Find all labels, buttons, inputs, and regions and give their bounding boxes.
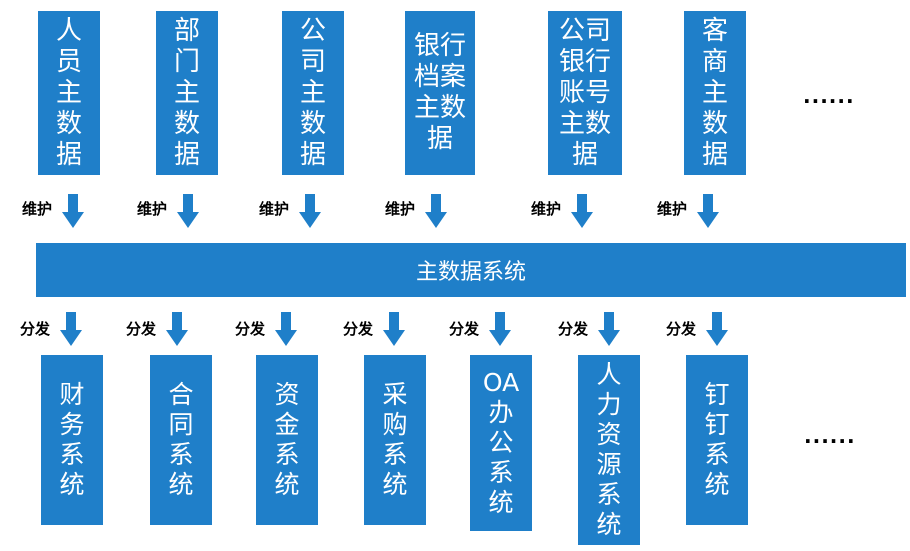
maintain-label: 维护 (259, 200, 290, 218)
maintain-label: 维护 (531, 200, 562, 218)
down-arrow-icon (177, 194, 199, 228)
distribute-label: 分发 (666, 320, 697, 338)
master-data-box-bank-archive: 银行档案主数据 (405, 11, 475, 175)
distribute-label: 分发 (558, 320, 589, 338)
down-arrow-icon (275, 312, 297, 346)
down-arrow-icon (489, 312, 511, 346)
master-data-box-company-bank-account: 公司银行账号主数据 (548, 11, 622, 175)
down-arrow-icon (697, 194, 719, 228)
distribute-label: 分发 (126, 320, 157, 338)
master-data-system-bus: 主数据系统 (36, 243, 906, 297)
master-data-box-company: 公司主数据 (282, 11, 344, 175)
target-system-box-contract: 合同系统 (150, 355, 212, 525)
down-arrow-icon (598, 312, 620, 346)
down-arrow-icon (299, 194, 321, 228)
master-data-box-personnel: 人员主数据 (38, 11, 100, 175)
maintain-label: 维护 (657, 200, 688, 218)
maintain-label: 维护 (385, 200, 416, 218)
target-system-box-hr: 人力资源系统 (578, 355, 640, 545)
maintain-label: 维护 (22, 200, 53, 218)
down-arrow-icon (425, 194, 447, 228)
target-system-box-finance: 财务系统 (41, 355, 103, 525)
down-arrow-icon (571, 194, 593, 228)
master-data-box-department: 部门主数据 (156, 11, 218, 175)
distribute-label: 分发 (449, 320, 480, 338)
target-system-box-procurement: 采购系统 (364, 355, 426, 525)
master-data-box-customer-supplier: 客商主数据 (684, 11, 746, 175)
distribute-label: 分发 (20, 320, 51, 338)
bottom-ellipsis: ...... (804, 424, 856, 448)
down-arrow-icon (706, 312, 728, 346)
down-arrow-icon (383, 312, 405, 346)
down-arrow-icon (62, 194, 84, 228)
target-system-box-fund: 资金系统 (256, 355, 318, 525)
down-arrow-icon (166, 312, 188, 346)
target-system-box-dingtalk: 钉钉系统 (686, 355, 748, 525)
down-arrow-icon (60, 312, 82, 346)
maintain-label: 维护 (137, 200, 168, 218)
distribute-label: 分发 (343, 320, 374, 338)
distribute-label: 分发 (235, 320, 266, 338)
top-ellipsis: ...... (803, 84, 855, 108)
target-system-box-oa: OA办公系统 (470, 355, 532, 531)
